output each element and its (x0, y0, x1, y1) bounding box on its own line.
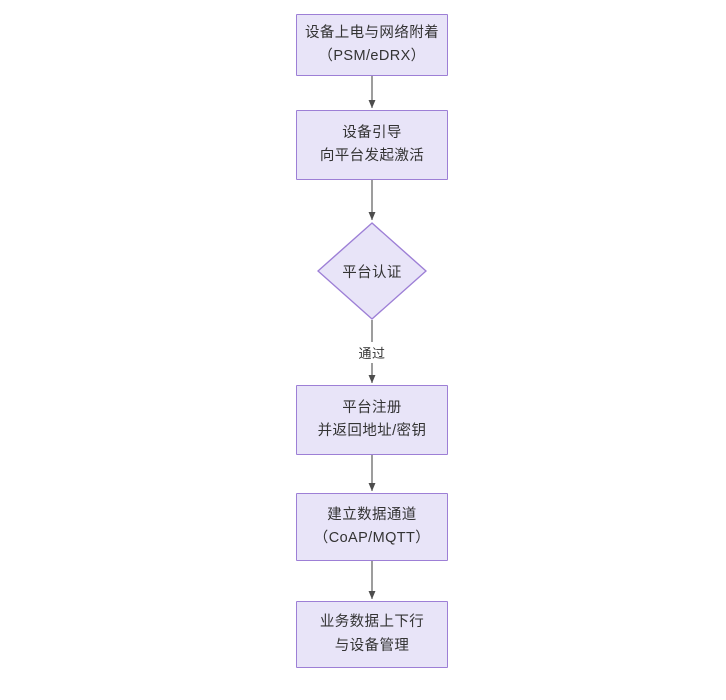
node-business-line-2: 与设备管理 (334, 637, 410, 654)
node-power-on-line-2: （PSM/eDRX） (318, 48, 426, 64)
node-business-line-1: 业务数据上下行 (319, 614, 425, 631)
diamond-shape (317, 222, 427, 320)
node-data-channel[interactable]: 建立数据通道 （CoAP/MQTT） (296, 493, 448, 561)
node-bootstrap-line-2: 向平台发起激活 (319, 148, 425, 164)
node-register-line-1: 平台注册 (342, 399, 402, 416)
node-auth[interactable]: 平台认证 (317, 222, 427, 320)
node-power-on-line-1: 设备上电与网络附着 (304, 24, 440, 41)
node-bootstrap[interactable]: 设备引导 向平台发起激活 (296, 110, 448, 180)
node-power-on[interactable]: 设备上电与网络附着 （PSM/eDRX） (296, 14, 448, 76)
node-auth-label: 平台认证 (342, 264, 402, 281)
node-business[interactable]: 业务数据上下行 与设备管理 (296, 601, 448, 668)
edge-label-pass: 通过 (355, 342, 389, 363)
node-data-channel-line-2: （CoAP/MQTT） (313, 530, 431, 546)
node-bootstrap-line-1: 设备引导 (342, 124, 402, 141)
node-register-line-2: 并返回地址/密钥 (317, 423, 427, 439)
node-register[interactable]: 平台注册 并返回地址/密钥 (296, 385, 448, 455)
node-data-channel-line-1: 建立数据通道 (327, 506, 417, 523)
